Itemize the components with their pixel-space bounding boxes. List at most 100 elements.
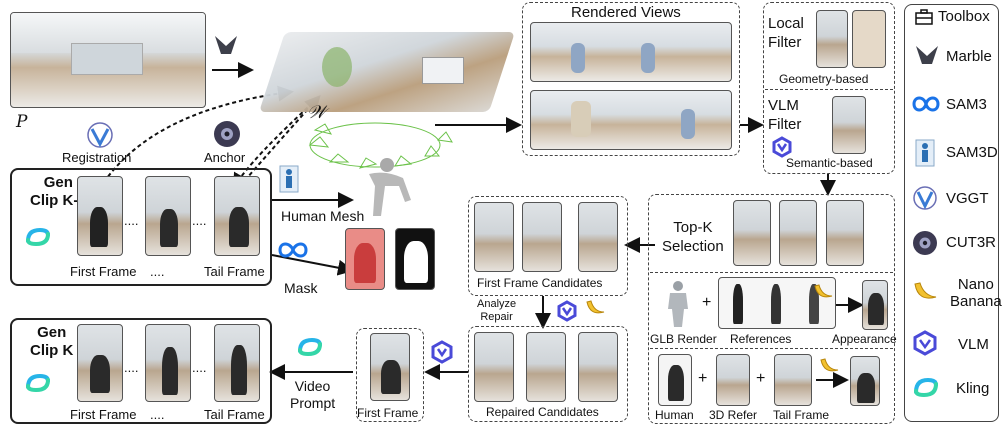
vlm-filter-label: VLM Filter [768,97,802,133]
registration-label: Registration [62,150,132,165]
kling-icon [26,227,50,247]
plus-1: + [702,294,712,311]
human-mesh-figure [369,158,411,216]
toolbox-kling-label: Kling [956,380,990,397]
sam3-icon [278,242,308,258]
mask-binary-image [395,228,435,290]
repaired-image-3 [578,332,618,402]
panorama-symbol: P [16,112,28,132]
clip-next-dots-a: .... [124,360,139,375]
toolbox-cut3r-label: CUT3R [946,234,997,251]
rendered-views-box [522,2,740,156]
references-label: References [730,332,792,346]
first-frame-box [356,328,424,422]
toolbox-vggt-label: VGGT [946,190,989,207]
topk-box [648,194,895,424]
clip-next-dots-b: .... [192,360,207,375]
clip-prev-dots-label: .... [150,264,165,279]
first-frame-image [370,333,410,401]
clip-prev-dots-b: .... [192,213,207,228]
anchor-label: Anchor [204,150,246,165]
toolbox-banana-icon [914,282,937,299]
world-mesh [259,12,515,132]
clip-next-title: Gen Clip K [30,324,74,359]
candidate-image-3 [578,202,618,272]
clip-prev-tail-frame [214,176,260,256]
clip-next-dots-label: .... [150,407,165,422]
plus-2: + [698,370,708,387]
toolbox-sam3d-icon [915,139,935,167]
clip-prev-tail-label: Tail Frame [204,264,265,279]
arrow-clip-to-mask [271,254,354,276]
human-label: Human [655,408,694,422]
camera-frustums [308,122,453,169]
glb-render-label: GLB Render [650,332,717,346]
human-image [658,354,692,406]
plus-3: + [756,370,766,387]
repaired-candidates-label: Repaired Candidates [486,405,599,419]
clip-next-tail-frame [214,324,260,402]
panorama-image [10,12,206,108]
toolbox-vlm-icon [913,330,937,356]
rendered-views-row-2 [530,90,732,150]
marble-icon [215,36,237,54]
mask-rgb-image [345,228,385,290]
tail-frame-image [774,354,812,406]
first-frame-candidates-label: First Frame Candidates [477,276,603,290]
banana-icon-3 [820,358,839,372]
repaired-image-2 [526,332,566,402]
kling-icon-2 [26,373,50,393]
topk-divider-2 [650,348,893,349]
analyze-repair-label: Analyze Repair [477,298,517,323]
filters-box [763,2,895,174]
topk-image-3 [826,200,864,266]
mask-label: Mask [284,280,318,296]
local-filter-image-1 [816,10,848,68]
semantic-based-label: Semantic-based [786,156,873,170]
gen-clip-prev-box [10,168,272,286]
toolbox-sam3-icon [912,96,940,112]
vlm-icon [557,300,577,322]
appearance-label: Appearance [832,332,897,346]
topk-divider-1 [650,272,893,273]
toolbox-sam3-label: SAM3 [946,96,987,113]
clip-next-tail-label: Tail Frame [204,407,265,422]
toolbox-vlm-label: VLM [958,336,989,353]
banana-icon-2 [814,284,833,298]
cut3r-icon [214,121,240,147]
topk-image-2 [779,200,817,266]
toolbox-marble-label: Marble [946,48,992,65]
first-frame-label: First Frame [357,406,419,420]
appearance-image [862,280,888,330]
toolbox-title: Toolbox [938,8,990,25]
clip-prev-first-label: First Frame [70,264,137,279]
toolbox-panel [904,4,999,422]
filters-divider [765,89,893,90]
toolbox-marble-icon [916,46,938,64]
vlm-filter-image [832,96,866,154]
toolbox-cut3r-icon [913,231,937,255]
rendered-views-row-1 [530,22,732,82]
glb-render-figure [668,281,688,327]
toolbox-icon [915,9,933,25]
vggt-icon [87,122,113,148]
local-filter-image-2 [852,10,886,68]
topk-label: Top-K Selection [662,219,724,255]
toolbox-sam3d-label: SAM3D [946,144,998,161]
geometry-based-label: Geometry-based [779,72,869,86]
repaired-image-1 [474,332,514,402]
banana-icon [586,300,605,314]
toolbox-kling-icon [914,377,938,398]
tail-frame-label: Tail Frame [773,408,830,422]
candidate-image-1 [474,202,514,272]
vlm-icon-3 [772,136,792,158]
clip-prev-first-frame [77,176,123,256]
clip-next-first-label: First Frame [70,407,137,422]
refer-3d-label: 3D Refer [709,408,758,422]
kling-icon-3 [298,337,322,357]
repaired-candidates-box [468,326,628,422]
sam3d-icon [279,165,299,193]
first-frame-candidates-box [468,196,628,296]
refer-3d-image [716,354,750,406]
clip-prev-dots-a: .... [124,213,139,228]
